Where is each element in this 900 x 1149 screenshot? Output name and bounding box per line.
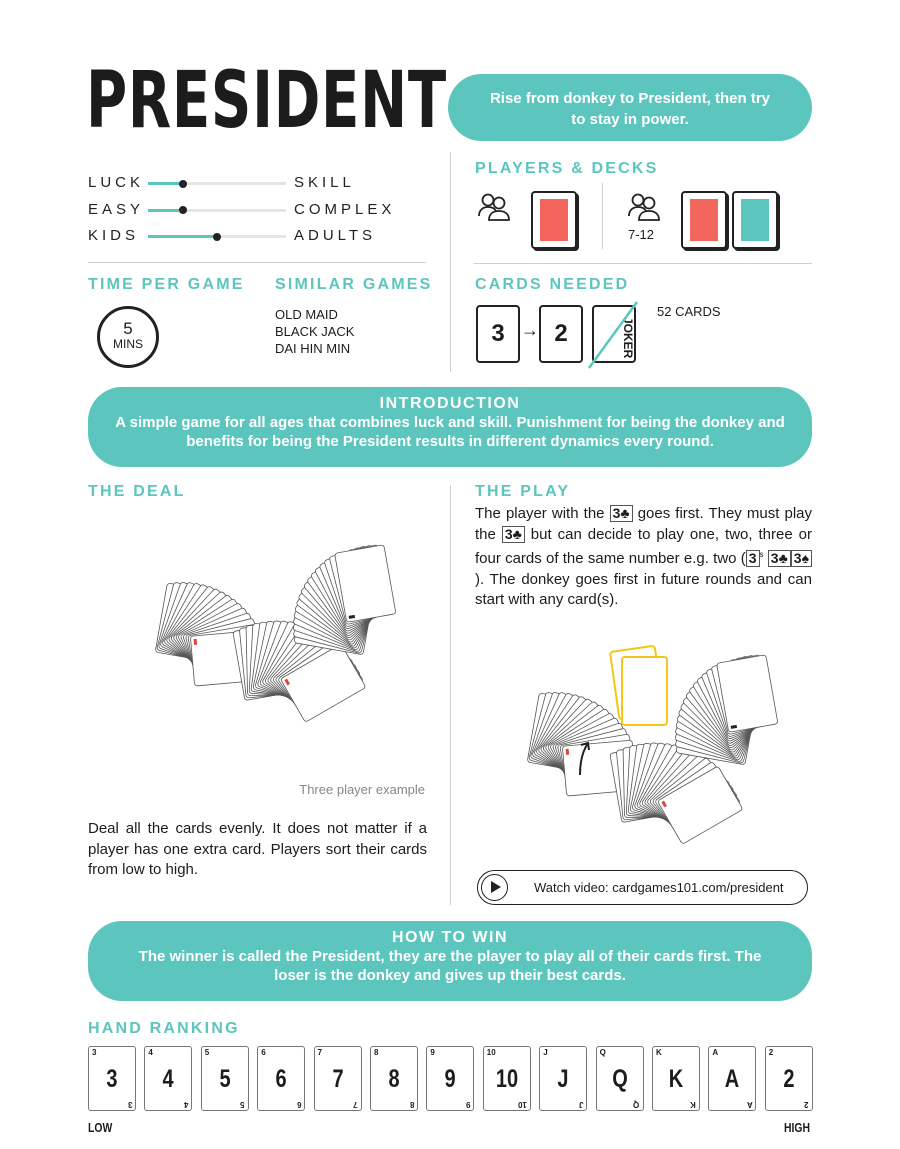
time-unit: MINS	[113, 337, 143, 351]
deck-icon	[681, 191, 727, 249]
players-icon	[478, 193, 510, 221]
card-chip: 3♣	[767, 550, 791, 567]
similar-game: BLACK JACK	[275, 324, 355, 339]
play-heading: THE PLAY	[475, 483, 571, 500]
divider	[450, 485, 451, 905]
intro-banner: INTRODUCTION A simple game for all ages …	[88, 387, 812, 467]
text: The player with the	[475, 505, 605, 522]
strike-icon	[587, 301, 639, 369]
intro-heading: INTRODUCTION	[379, 395, 521, 412]
time-value: 5	[123, 319, 133, 338]
slider-knob	[178, 206, 187, 214]
cards-needed-heading: CARDS NEEDED	[475, 276, 630, 293]
playing-card	[334, 544, 396, 623]
win-banner: HOW TO WIN The winner is called the Pres…	[88, 921, 812, 1001]
similar-game: DAI HIN MIN	[275, 341, 351, 356]
playing-card	[281, 644, 366, 722]
playing-card	[658, 766, 743, 844]
play-icon	[481, 874, 508, 901]
deal-heading: THE DEAL	[88, 483, 186, 500]
players-icon	[628, 193, 660, 221]
low-label: LOW	[88, 1120, 113, 1135]
played-card	[621, 656, 668, 726]
card-from: 3	[476, 305, 520, 363]
video-link[interactable]: Watch video: cardgames101.com/president	[534, 880, 784, 895]
card-to: 2	[539, 305, 583, 363]
timer-icon: 5 MINS	[97, 306, 159, 368]
deal-illustration	[155, 544, 396, 722]
arrow-icon	[579, 741, 590, 776]
win-heading: HOW TO WIN	[391, 929, 509, 946]
divider	[602, 183, 603, 249]
card-chip: 3♠	[790, 550, 813, 567]
slider-knob	[213, 232, 221, 241]
slider-right-label: SKILL	[294, 174, 355, 191]
playing-card	[716, 654, 778, 733]
deal-text: Deal all the cards evenly. It does not m…	[88, 820, 427, 878]
similar-heading: SIMILAR GAMES	[275, 276, 433, 293]
text: but can decide to play one, two, three o…	[475, 525, 812, 568]
watch-video-button[interactable]: Watch video: cardgames101.com/president	[477, 870, 808, 905]
time-heading: TIME PER GAME	[88, 276, 245, 293]
tagline-banner: Rise from donkey to President, then try …	[448, 74, 812, 141]
deck-icon	[732, 191, 778, 249]
play-illustration	[527, 645, 778, 844]
player-range: 7-12	[628, 227, 655, 242]
intro-text: A simple game for all ages that combines…	[115, 414, 785, 450]
divider	[474, 263, 812, 264]
deal-caption: Three player example	[299, 782, 425, 797]
high-label: HIGH	[784, 1120, 810, 1135]
divider	[88, 262, 426, 263]
slider-right-label: ADULTS	[294, 227, 377, 244]
card-chip: 3♣	[609, 505, 633, 522]
slider-track	[148, 206, 286, 214]
text: ). The donkey goes first in future round…	[475, 570, 812, 609]
deck-icon	[531, 191, 577, 249]
win-text: The winner is called the President, they…	[138, 948, 762, 984]
players-heading: PLAYERS & DECKS	[475, 160, 659, 177]
card-chip: 3♣	[501, 525, 525, 543]
slider-track	[148, 179, 286, 188]
similar-games-list: OLD MAID BLACK JACK DAI HIN MIN	[275, 306, 354, 357]
play-text: The player with the 3♣ goes first. They …	[475, 504, 813, 611]
slider-left-label: KIDS	[88, 227, 140, 244]
ranking-heading: HAND RANKING	[88, 1020, 240, 1037]
page-title: PRESIDENT	[86, 56, 447, 146]
text: goes first. They must play the	[475, 505, 813, 543]
slider-left-label: LUCK	[88, 174, 145, 191]
slider-left-label: EASY	[88, 200, 145, 218]
similar-game: OLD MAID	[275, 307, 338, 322]
arrow-icon: →	[521, 320, 539, 340]
card-chip: 3	[745, 550, 760, 567]
divider	[450, 152, 451, 372]
slider-right-label: COMPLEX	[294, 200, 396, 218]
slider-track	[148, 232, 286, 241]
text: s	[759, 550, 764, 559]
card-count: 52 CARDS	[657, 304, 721, 319]
slider-knob	[178, 179, 187, 188]
